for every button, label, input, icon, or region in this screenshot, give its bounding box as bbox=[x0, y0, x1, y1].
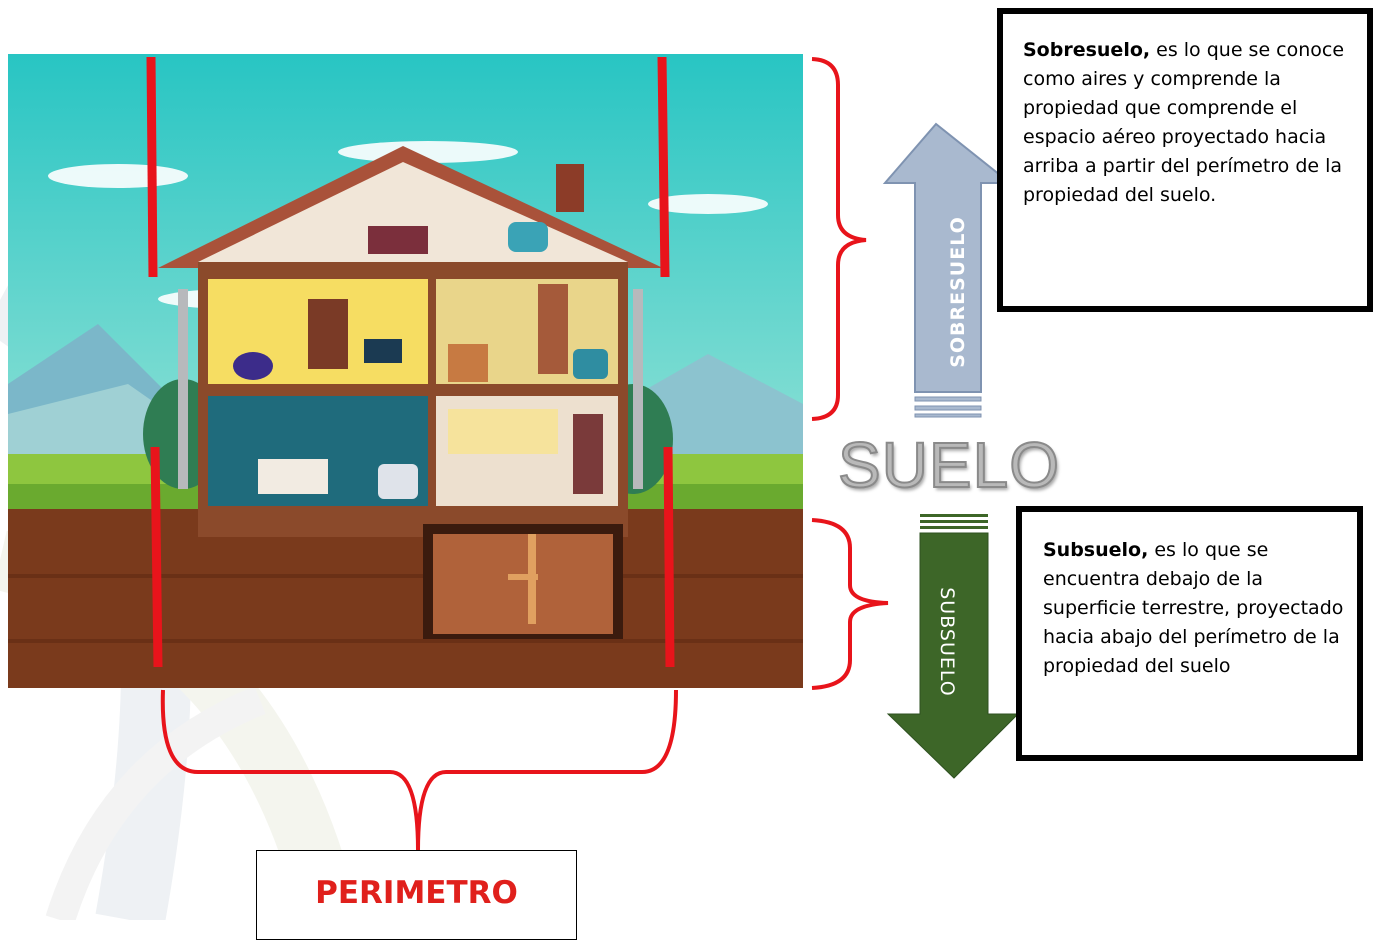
perimeter-line-top-left bbox=[146, 56, 158, 278]
subsuelo-definition-text: es lo que se encuentra debajo de la supe… bbox=[1043, 539, 1344, 677]
sobresuelo-definition-text: es lo que se conoce como aires y compren… bbox=[1023, 39, 1345, 206]
perimeter-line-bottom-right bbox=[663, 446, 675, 668]
perimetro-label: PERIMETRO bbox=[315, 875, 518, 911]
sobresuelo-term: Sobresuelo, bbox=[1023, 39, 1151, 61]
suelo-label: SUELO bbox=[837, 428, 1060, 502]
sobresuelo-arrow-label: SOBRESUELO bbox=[947, 216, 969, 368]
sobresuelo-definition-box: Sobresuelo, es lo que se conoce como air… bbox=[997, 8, 1373, 312]
perimetro-box: PERIMETRO bbox=[256, 850, 577, 940]
curly-brace-icon bbox=[160, 689, 678, 851]
curly-brace-icon bbox=[811, 57, 867, 421]
perimeter-line-top-right bbox=[657, 56, 670, 278]
subsuelo-arrow-label: SUBSUELO bbox=[936, 587, 958, 697]
curly-brace-icon bbox=[811, 518, 889, 690]
perimeter-line-bottom-left bbox=[150, 446, 163, 668]
subsuelo-term: Subsuelo, bbox=[1043, 539, 1149, 561]
arrow-down-icon bbox=[886, 514, 1020, 779]
subsuelo-definition-box: Subsuelo, es lo que se encuentra debajo … bbox=[1016, 506, 1363, 761]
diagram-annotations bbox=[146, 56, 1020, 851]
arrow-up-icon bbox=[882, 122, 1013, 418]
